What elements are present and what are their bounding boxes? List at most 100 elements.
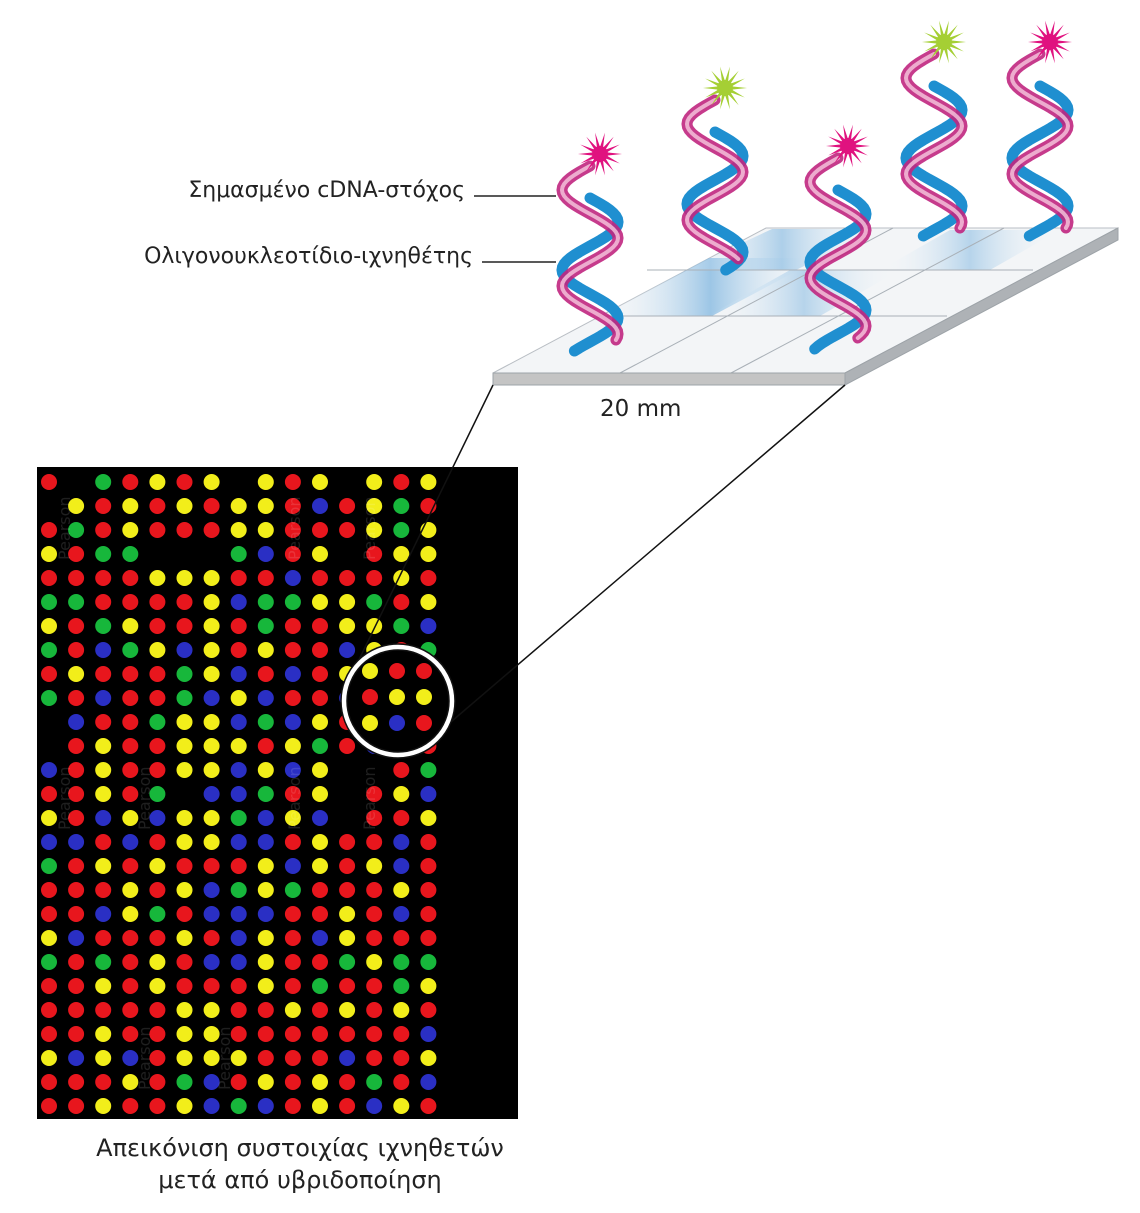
array-spot — [95, 834, 111, 850]
array-spot — [122, 690, 138, 706]
array-spot — [204, 954, 220, 970]
array-spot — [339, 1074, 355, 1090]
array-spot — [149, 1098, 165, 1114]
array-spot — [122, 570, 138, 586]
array-spot — [258, 1002, 274, 1018]
array-spot — [95, 618, 111, 634]
array-spot — [68, 594, 84, 610]
array-spot — [68, 738, 84, 754]
array-spot — [68, 1002, 84, 1018]
array-spot — [95, 714, 111, 730]
array-spot — [312, 666, 328, 682]
array-spot — [339, 906, 355, 922]
array-spot — [41, 882, 57, 898]
array-spot — [231, 1002, 247, 1018]
array-spot — [231, 546, 247, 562]
array-spot — [258, 594, 274, 610]
array-spot — [41, 642, 57, 658]
array-spot — [177, 858, 193, 874]
array-spot — [339, 930, 355, 946]
array-spot — [204, 810, 220, 826]
array-spot — [231, 810, 247, 826]
array-spot — [258, 570, 274, 586]
array-spot — [204, 618, 220, 634]
array-spot — [95, 882, 111, 898]
array-spot — [312, 1050, 328, 1066]
array-spot — [149, 714, 165, 730]
array-spot — [122, 594, 138, 610]
array-spot — [312, 1002, 328, 1018]
array-spot — [420, 474, 436, 490]
array-spot — [149, 690, 165, 706]
array-spot — [41, 690, 57, 706]
array-spot — [258, 498, 274, 514]
array-spot — [122, 642, 138, 658]
array-spot — [393, 954, 409, 970]
array-spot — [122, 666, 138, 682]
array-spot — [285, 858, 301, 874]
array-spot — [339, 570, 355, 586]
array-spot — [420, 906, 436, 922]
array-spot — [420, 1050, 436, 1066]
array-spot — [149, 498, 165, 514]
array-spot — [285, 834, 301, 850]
magnified-spot — [389, 689, 405, 705]
array-spot — [177, 1074, 193, 1090]
array-spot — [95, 954, 111, 970]
array-spot — [312, 834, 328, 850]
array-spot — [231, 762, 247, 778]
array-spot — [420, 978, 436, 994]
array-spot — [420, 882, 436, 898]
array-spot — [204, 1098, 220, 1114]
array-spot — [41, 666, 57, 682]
array-spot — [68, 714, 84, 730]
array-spot — [41, 978, 57, 994]
microarray-image: PearsonPearsonPearsonPearsonPearsonPears… — [37, 467, 518, 1119]
array-spot — [285, 954, 301, 970]
array-spot — [41, 1074, 57, 1090]
array-spot — [312, 786, 328, 802]
array-spot — [95, 762, 111, 778]
array-spot — [204, 642, 220, 658]
array-spot — [149, 642, 165, 658]
array-spot — [312, 474, 328, 490]
array-spot — [420, 546, 436, 562]
array-spot — [366, 882, 382, 898]
array-spot — [149, 834, 165, 850]
array-spot — [204, 882, 220, 898]
array-spot — [122, 1098, 138, 1114]
array-spot — [177, 762, 193, 778]
array-spot — [204, 906, 220, 922]
array-spot — [41, 858, 57, 874]
array-spot — [177, 1002, 193, 1018]
array-spot — [312, 954, 328, 970]
array-spot — [231, 978, 247, 994]
array-spot — [177, 1026, 193, 1042]
array-spot — [177, 474, 193, 490]
watermark-text: Pearson — [135, 1026, 154, 1090]
array-spot — [393, 978, 409, 994]
array-spot — [366, 858, 382, 874]
array-spot — [122, 930, 138, 946]
array-spot — [177, 906, 193, 922]
array-spot — [285, 930, 301, 946]
array-spot — [285, 642, 301, 658]
watermark-text: Pearson — [285, 766, 304, 830]
array-spot — [204, 570, 220, 586]
array-spot — [312, 906, 328, 922]
array-spot — [258, 810, 274, 826]
array-spot — [231, 594, 247, 610]
array-spot — [95, 546, 111, 562]
array-spot — [95, 498, 111, 514]
array-spot — [177, 930, 193, 946]
array-spot — [393, 498, 409, 514]
array-spot — [231, 738, 247, 754]
array-spot — [177, 522, 193, 538]
array-spot — [393, 522, 409, 538]
scale-label: 20 mm — [600, 396, 681, 422]
array-spot — [177, 498, 193, 514]
array-spot — [149, 522, 165, 538]
array-spot — [231, 786, 247, 802]
array-spot — [149, 738, 165, 754]
array-spot — [177, 642, 193, 658]
